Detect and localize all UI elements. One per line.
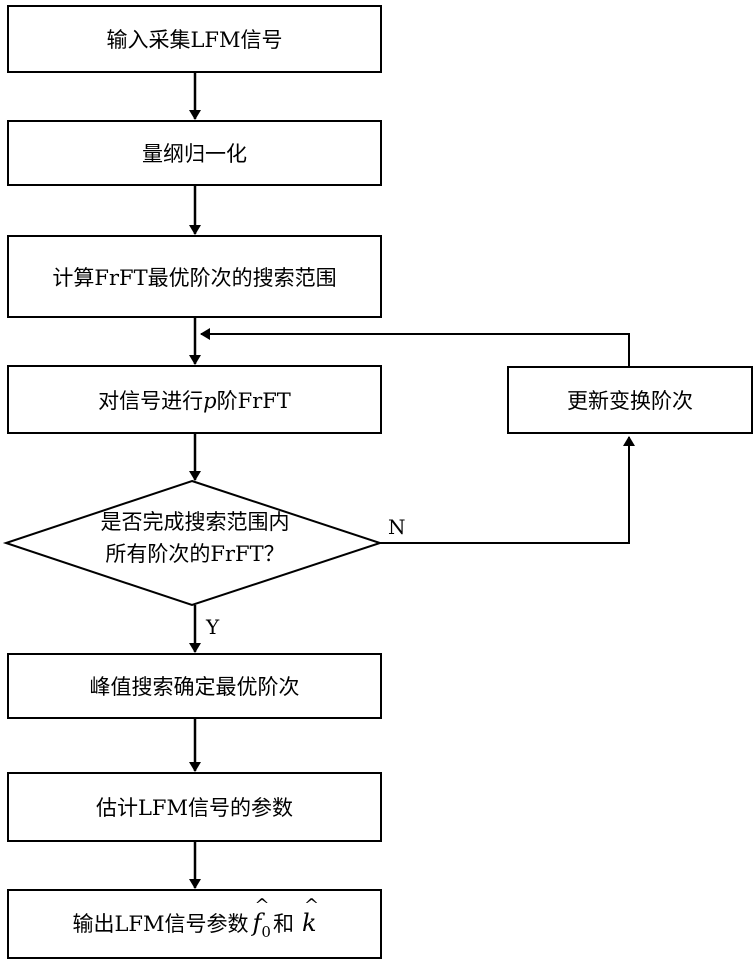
step-output-label: 输出LFM信号参数 ^f0 和 ^k bbox=[72, 908, 316, 941]
output-k-hat: ^k bbox=[302, 909, 317, 937]
step-input-box: 输入采集LFM信号 bbox=[7, 5, 382, 73]
step-peak-label: 峰值搜索确定最优阶次 bbox=[90, 671, 300, 701]
f-hat-accent: ^ bbox=[255, 895, 270, 916]
step-output-box: 输出LFM信号参数 ^f0 和 ^k bbox=[7, 889, 382, 959]
step-normalize-label: 量纲归一化 bbox=[142, 138, 247, 168]
decision-label: 是否完成搜索范围内 所有阶次的FrFT？ bbox=[40, 506, 350, 570]
output-f-hat: ^f0 bbox=[253, 909, 271, 941]
step-frft-box: 对信号进行p阶FrFT bbox=[7, 365, 382, 434]
edge-label-no: N bbox=[388, 515, 406, 539]
k-hat-accent: ^ bbox=[304, 895, 319, 916]
frft-suffix: 阶FrFT bbox=[217, 389, 291, 413]
output-prefix: 输出LFM信号参数 bbox=[72, 908, 248, 938]
output-f-subscript: 0 bbox=[261, 922, 271, 940]
step-input-label: 输入采集LFM信号 bbox=[106, 24, 282, 54]
step-estimate-label: 估计LFM信号的参数 bbox=[96, 792, 293, 822]
edge-label-yes: Y bbox=[206, 615, 219, 639]
step-normalize-box: 量纲归一化 bbox=[7, 120, 382, 186]
step-search-range-box: 计算FrFT最优阶次的搜索范围 bbox=[7, 235, 382, 318]
arrow-update-to-loop bbox=[201, 334, 629, 366]
decision-line-2: 所有阶次的FrFT？ bbox=[40, 538, 350, 570]
step-peak-box: 峰值搜索确定最优阶次 bbox=[7, 653, 382, 719]
step-search-range-label: 计算FrFT最优阶次的搜索范围 bbox=[52, 262, 336, 292]
step-estimate-box: 估计LFM信号的参数 bbox=[7, 772, 382, 842]
arrow-decision-to-update bbox=[380, 437, 629, 543]
step-update-box: 更新变换阶次 bbox=[507, 366, 753, 434]
frft-prefix: 对信号进行 bbox=[98, 389, 203, 413]
decision-line-1: 是否完成搜索范围内 bbox=[40, 506, 350, 538]
step-frft-label: 对信号进行p阶FrFT bbox=[98, 385, 291, 415]
output-and: 和 bbox=[273, 908, 294, 938]
frft-order-variable: p bbox=[203, 389, 216, 413]
step-update-label: 更新变换阶次 bbox=[567, 385, 693, 415]
